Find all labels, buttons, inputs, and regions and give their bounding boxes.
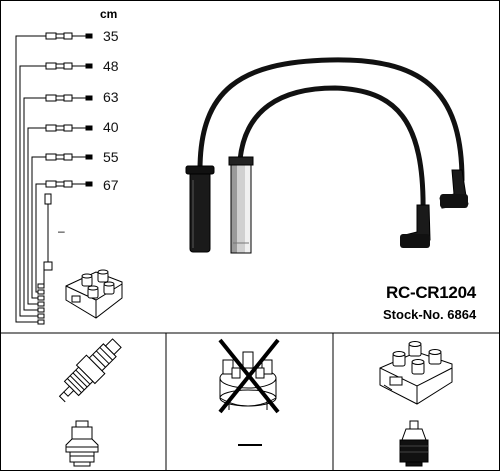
lead-end-35 xyxy=(45,32,93,40)
stock-number: Stock-No. 6864 xyxy=(383,307,477,322)
cable-inner xyxy=(237,85,426,218)
ignition-coil-icon xyxy=(379,341,453,405)
cross-line-2 xyxy=(218,338,280,414)
angled-connector-upper xyxy=(439,169,469,209)
hook-lead-bottom-terminal xyxy=(43,261,53,271)
black-plug-boot xyxy=(185,165,215,253)
angled-connector-lower xyxy=(400,204,431,248)
lead-end-connectors xyxy=(37,32,93,325)
lead-end-40 xyxy=(45,124,93,132)
length-label-55: 55 xyxy=(103,149,119,165)
product-code: RC-CR1204 xyxy=(386,283,476,302)
length-label-35: 35 xyxy=(103,28,119,44)
lead-end-55 xyxy=(45,153,93,161)
length-label-48: 48 xyxy=(103,58,119,74)
lead-end-67 xyxy=(45,180,93,188)
length-label-63: 63 xyxy=(103,89,119,105)
lead-length-schematic xyxy=(15,35,49,323)
length-label-40: 40 xyxy=(103,119,119,135)
coil-connector-icon xyxy=(399,420,429,467)
cable-outer xyxy=(197,57,465,183)
grey-plug-boot xyxy=(228,156,254,254)
hook-lead-top-terminal xyxy=(44,193,52,205)
distributor-cap-crossed-icon xyxy=(218,338,280,414)
spark-plug-icon xyxy=(58,338,122,403)
length-unit-label: cm xyxy=(100,7,118,21)
lead-end-63 xyxy=(45,94,93,102)
plug-connector-icon xyxy=(65,420,99,467)
schematic-coil-pack-icon xyxy=(65,269,123,319)
lead-end-48 xyxy=(45,62,93,70)
bundle-bottom-boots xyxy=(37,283,45,325)
length-label-67: 67 xyxy=(103,177,119,193)
ignition-cables-illustration xyxy=(185,57,469,254)
hook-lead-dash-label: – xyxy=(58,224,65,238)
